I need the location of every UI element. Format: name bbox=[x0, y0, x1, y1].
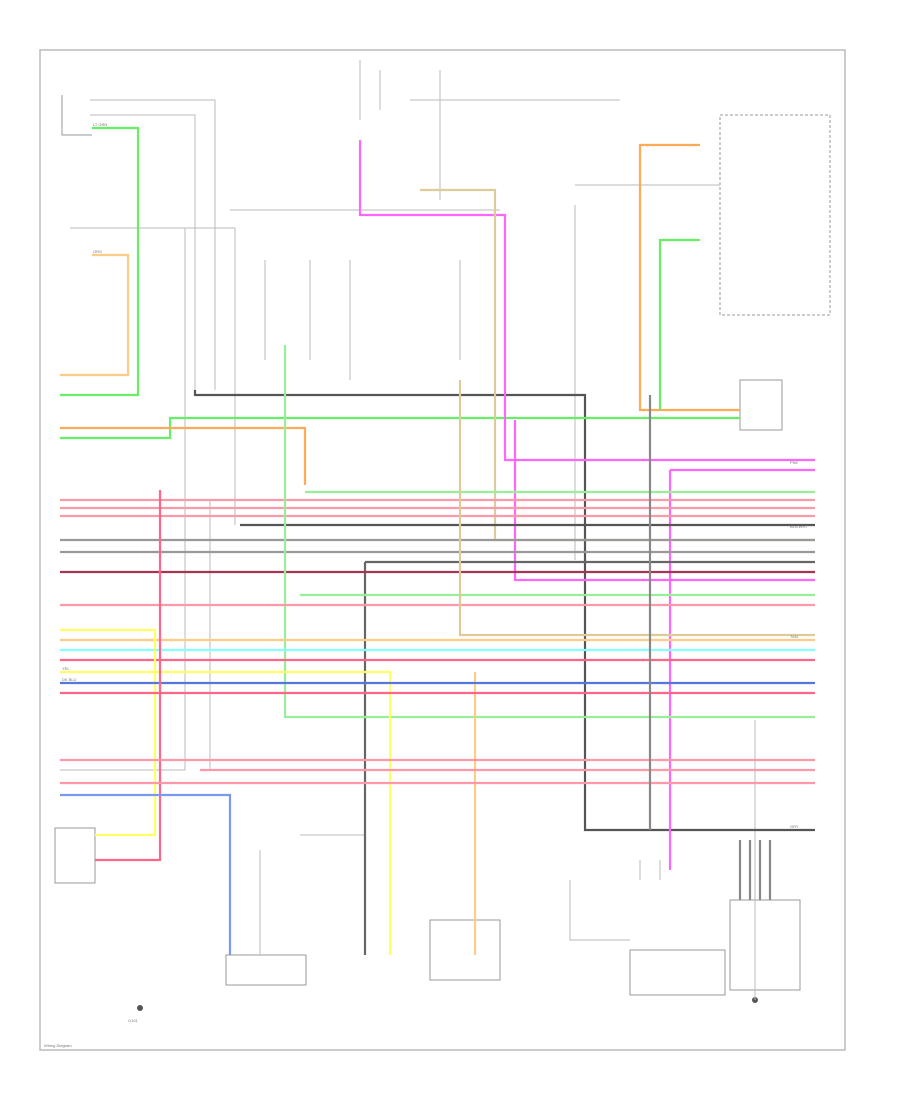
label-wire-e: YEL bbox=[62, 666, 70, 671]
label-wire-d: BLK/WHT bbox=[790, 524, 808, 529]
wire-dark-main bbox=[193, 390, 815, 832]
top-left-sensor bbox=[61, 95, 92, 136]
diagram-frame bbox=[39, 49, 846, 1051]
label-ground: G101 bbox=[128, 1018, 139, 1023]
wire-orange-left bbox=[60, 253, 130, 377]
wire-magenta-670 bbox=[668, 468, 815, 870]
wire-green-left bbox=[60, 126, 140, 397]
wire-gray-right bbox=[648, 395, 772, 900]
wire-labels: LT GRN ORG PNK BLK/WHT YEL DK BLU TAN GR… bbox=[44, 122, 808, 1048]
right-connector bbox=[739, 379, 783, 431]
wire-magenta-top bbox=[358, 140, 815, 462]
wire-orange-428 bbox=[60, 426, 307, 485]
center-sensor bbox=[225, 954, 307, 986]
label-wire-g: TAN bbox=[790, 634, 798, 639]
wire-yellow bbox=[60, 628, 392, 955]
colored-wires bbox=[60, 126, 815, 955]
wire-orange-right bbox=[638, 143, 740, 412]
label-wire-a: LT GRN bbox=[93, 122, 107, 127]
wire-magenta-515 bbox=[513, 420, 815, 582]
wire-red-160 bbox=[95, 490, 162, 862]
label-wire-f: DK BLU bbox=[62, 677, 77, 682]
top-right-module bbox=[719, 114, 831, 316]
wire-blue-795 bbox=[60, 793, 232, 955]
wire-gray-365 bbox=[363, 560, 815, 955]
ground-symbol-left bbox=[137, 1005, 143, 1011]
label-wire-c: PNK bbox=[790, 460, 799, 465]
wire-gray-group bbox=[60, 538, 815, 554]
wire-green-right bbox=[658, 238, 700, 410]
wire-pink-group bbox=[60, 498, 815, 518]
label-wire-b: ORG bbox=[93, 249, 102, 254]
wire-tan bbox=[420, 188, 815, 542]
bottom-right-connector bbox=[729, 899, 801, 991]
diagram-title: Wiring Diagram bbox=[44, 1043, 72, 1048]
wire-pink-lower bbox=[60, 758, 815, 785]
bottom-left-module bbox=[54, 827, 96, 884]
label-wire-h: GRY bbox=[790, 824, 799, 829]
wire-green-285 bbox=[283, 345, 815, 719]
wire-tan-460 bbox=[458, 380, 815, 637]
control-module bbox=[629, 949, 726, 996]
relay-box bbox=[429, 919, 501, 981]
